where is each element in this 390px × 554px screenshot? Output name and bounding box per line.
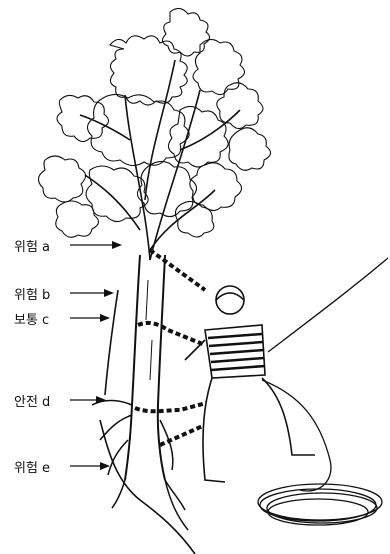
label-e: 위험 e [14,457,50,476]
label-d: 안전 d [14,391,50,410]
tree-trunk [125,255,165,480]
rock-ledge [100,290,195,554]
climber-figure [185,286,315,482]
tree-canopy [38,8,270,237]
climbing-rope [258,258,388,525]
tree-branches [80,60,240,260]
label-b: 위험 b [14,284,50,303]
anchor-slings [135,250,210,445]
label-a: 위험 a [14,236,50,255]
label-arrows [70,241,122,470]
label-c: 보통 c [14,309,49,328]
